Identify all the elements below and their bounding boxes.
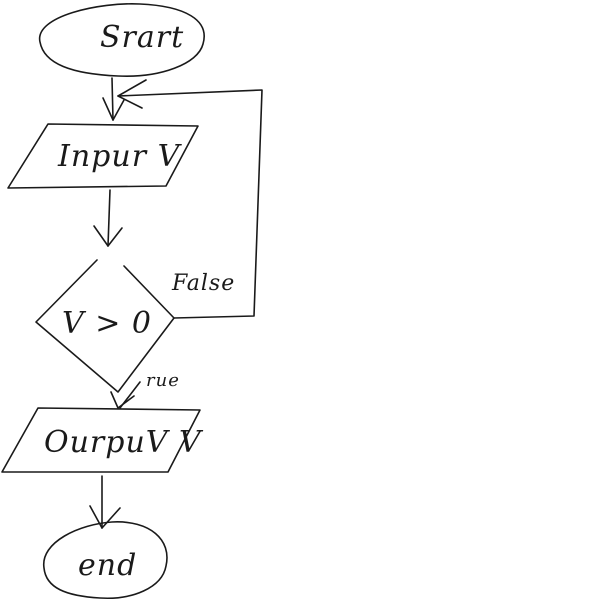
start-node: Srart xyxy=(39,3,205,77)
start-label: Srart xyxy=(100,20,184,55)
end-oval xyxy=(43,521,168,599)
start-oval xyxy=(39,3,205,77)
arrow-output-to-end xyxy=(89,475,121,529)
decision-diamond xyxy=(35,259,175,393)
false-label: False xyxy=(171,271,235,296)
arrow-input-to-decision xyxy=(93,189,123,247)
false-loop: False xyxy=(117,79,263,319)
true-path: rue xyxy=(110,370,180,409)
input-node: Inpur V xyxy=(7,123,199,189)
decision-label: V > 0 xyxy=(62,306,152,341)
arrow-start-to-input xyxy=(102,77,125,121)
output-node: OurpuV V xyxy=(1,407,204,473)
end-node: end xyxy=(43,521,168,599)
false-loop-line xyxy=(117,89,263,319)
end-label: end xyxy=(78,548,137,583)
input-parallelogram xyxy=(7,123,199,189)
output-label: OurpuV V xyxy=(44,425,204,460)
true-arrowhead xyxy=(110,391,135,409)
input-label: Inpur V xyxy=(57,139,183,174)
true-label: rue xyxy=(146,370,180,391)
decision-node: V > 0 xyxy=(35,259,175,393)
false-loop-arrowhead xyxy=(117,79,147,109)
output-parallelogram xyxy=(1,407,201,473)
